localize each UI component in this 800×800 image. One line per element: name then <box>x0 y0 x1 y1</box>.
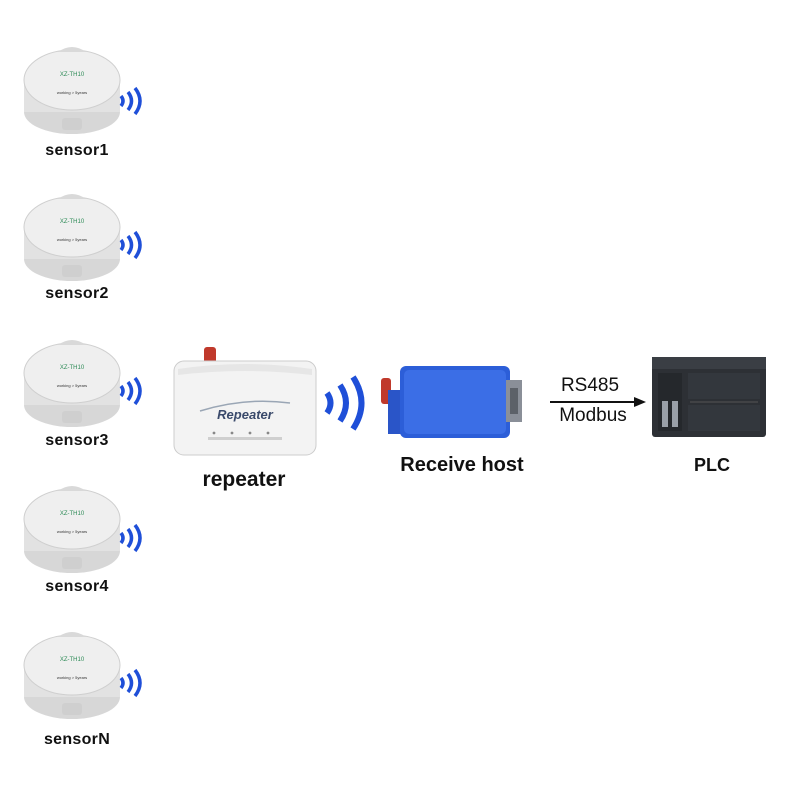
wireless-signal-icon <box>119 86 142 116</box>
sensor-n-label: sensorN <box>43 731 111 748</box>
plc-device <box>652 357 766 437</box>
sensor-4-label: sensor4 <box>45 578 109 595</box>
sensor-2-model: XZ-TH10 <box>60 219 85 225</box>
sensor-n-life: working > 5years <box>57 675 87 680</box>
sensor-4-model: XZ-TH10 <box>60 511 85 517</box>
sensor-4-device: XZ-TH10 working > 5years <box>23 486 121 573</box>
wireless-signal-icon <box>119 230 142 260</box>
sensor-3-device: XZ-TH10 working > 5years <box>23 340 121 427</box>
repeater-device: Repeater <box>173 347 317 456</box>
sensor-2-device: XZ-TH10 working > 5years <box>23 194 121 281</box>
sensor-2-label: sensor2 <box>45 285 109 302</box>
sensor-1-life: working > 5years <box>57 90 87 95</box>
repeater-device-text: Repeater <box>217 407 274 422</box>
receive-host-label: Receive host <box>400 454 524 476</box>
repeater-label: repeater <box>202 468 286 491</box>
wireless-signal-icon <box>119 376 142 406</box>
sensor-3-model: XZ-TH10 <box>60 365 85 371</box>
arrow-right-icon <box>550 397 646 407</box>
protocol-top-label: RS485 <box>560 375 620 396</box>
protocol-bottom-label: Modbus <box>559 405 627 426</box>
wireless-signal-icon <box>119 523 142 553</box>
sensor-2-life: working > 5years <box>57 237 87 242</box>
sensor-1-label: sensor1 <box>45 142 109 159</box>
sensor-4-life: working > 5years <box>57 529 87 534</box>
receive-host-device <box>381 366 522 438</box>
wireless-signal-icon <box>119 668 142 698</box>
wireless-signal-icon <box>324 375 365 431</box>
sensor-3-life: working > 5years <box>57 383 87 388</box>
sensor-n-device: XZ-TH10 working > 5years <box>23 632 121 719</box>
plc-label: PLC <box>694 455 730 475</box>
sensor-3-label: sensor3 <box>45 432 109 449</box>
sensor-1-model: XZ-TH10 <box>60 72 85 78</box>
sensor-1-device: XZ-TH10 working > 5years <box>23 47 121 134</box>
sensor-n-model: XZ-TH10 <box>60 657 85 663</box>
